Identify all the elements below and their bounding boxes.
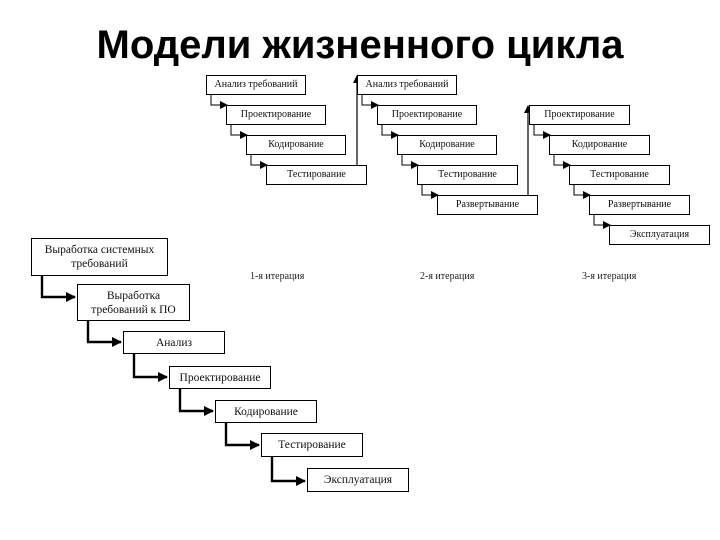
it3-stage-deployment: Развертывание — [589, 195, 690, 215]
wf-stage-operation: Эксплуатация — [307, 468, 409, 492]
it3-stage-design: Проектирование — [529, 105, 630, 125]
arrow-it2-1 — [361, 95, 379, 109]
arrow-wf-5 — [224, 423, 260, 450]
arrow-it3-2 — [553, 155, 571, 169]
arrow-it3-1 — [533, 125, 551, 139]
it3-stage-coding: Кодирование — [549, 135, 650, 155]
arrow-it1-2 — [230, 125, 248, 139]
arrow-it1-1 — [210, 95, 228, 109]
iteration-label-1: 1-я итерация — [250, 271, 305, 282]
it2-stage-analysis: Анализ требований — [357, 75, 457, 95]
it1-stage-coding: Кодирование — [246, 135, 346, 155]
arrow-it2-3 — [401, 155, 419, 169]
arrow-wf-2 — [86, 321, 122, 347]
arrow-it3-4 — [593, 215, 611, 229]
it2-stage-testing: Тестирование — [417, 165, 518, 185]
it3-stage-testing: Тестирование — [569, 165, 670, 185]
arrow-wf-4 — [178, 389, 214, 416]
wf-stage-design: Проектирование — [169, 366, 271, 389]
it2-stage-deployment: Развертывание — [437, 195, 538, 215]
it1-stage-design: Проектирование — [226, 105, 326, 125]
it2-stage-coding: Кодирование — [397, 135, 497, 155]
it1-stage-analysis: Анализ требований — [206, 75, 306, 95]
it3-stage-operation: Эксплуатация — [609, 225, 710, 245]
it1-stage-testing: Тестирование — [266, 165, 367, 185]
arrow-it1-3 — [250, 155, 268, 169]
arrow-wf-1 — [40, 276, 76, 302]
wf-stage-software-requirements: Выработка требований к ПО — [77, 284, 190, 321]
iteration-label-3: 3-я итерация — [582, 271, 637, 282]
arrow-it3-3 — [573, 185, 591, 199]
arrow-it2-2 — [381, 125, 399, 139]
arrow-wf-6 — [270, 457, 306, 486]
wf-stage-analysis: Анализ — [123, 331, 225, 354]
wf-stage-testing: Тестирование — [261, 433, 363, 457]
wf-stage-system-requirements: Выработка системных требований — [31, 238, 168, 276]
iteration-label-2: 2-я итерация — [420, 271, 475, 282]
wf-stage-coding: Кодирование — [215, 400, 317, 423]
it2-stage-design: Проектирование — [377, 105, 477, 125]
arrow-it2-4 — [421, 185, 439, 199]
page-title: Модели жизненного цикла — [96, 23, 624, 67]
arrow-wf-3 — [132, 354, 168, 382]
